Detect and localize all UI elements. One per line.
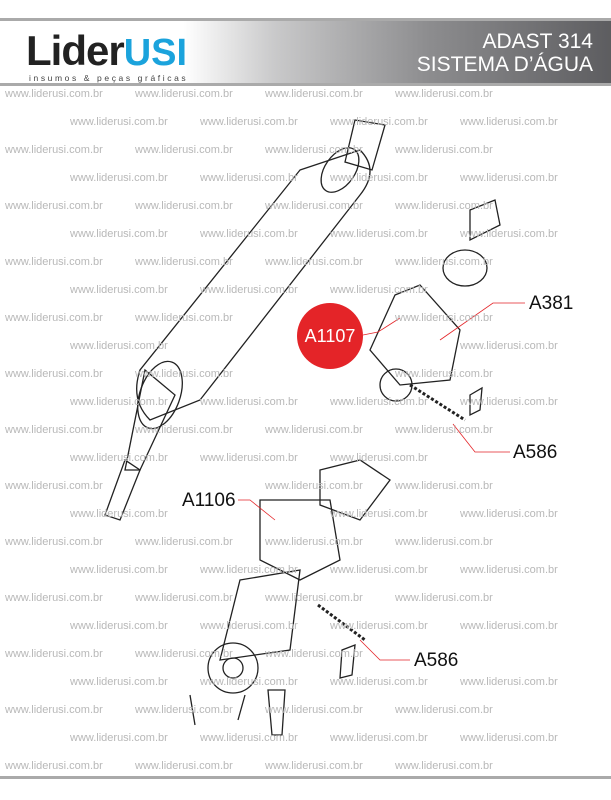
- logo-tagline: insumos & peças gráficas: [29, 73, 189, 83]
- title-model: ADAST 314: [482, 30, 593, 53]
- leader-lines: [232, 302, 525, 661]
- callout-a381[interactable]: A381: [527, 293, 576, 315]
- logo-text-usi: USI: [123, 32, 188, 74]
- title-system: SISTEMA D’ÁGUA: [416, 53, 593, 76]
- page-title: ADAST 314 SISTEMA D’ÁGUA: [417, 30, 593, 76]
- upper-assembly: [369, 199, 501, 422]
- liderusi-logo: LiderUSI insumos & peças gráficas: [26, 27, 188, 83]
- logo-text-lider: Lider: [26, 27, 125, 74]
- callout-a586-bottom[interactable]: A586: [412, 650, 461, 672]
- lower-assembly: [189, 459, 391, 736]
- callout-a1107-highlighted[interactable]: A1107: [297, 303, 363, 369]
- header-banner: LiderUSI insumos & peças gráficas ADAST …: [0, 18, 611, 86]
- callout-a1106[interactable]: A1106: [180, 490, 238, 512]
- callout-a586-top[interactable]: A586: [511, 442, 560, 464]
- footer-divider: [0, 776, 611, 779]
- roller-shaft: [104, 119, 386, 521]
